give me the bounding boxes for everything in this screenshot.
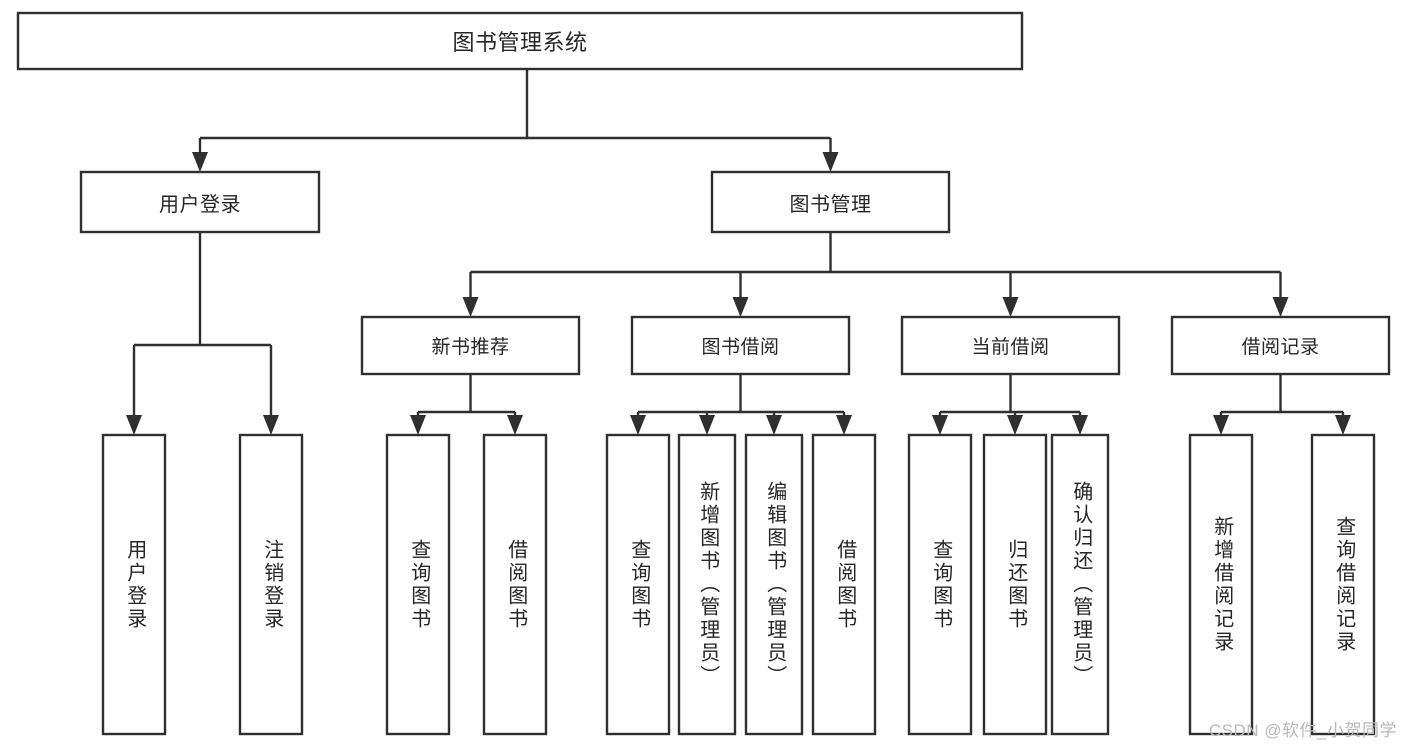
box-layer [16,11,1391,736]
node-book-manage[interactable] [710,170,951,234]
arrow-down-icon [126,415,142,435]
node-new-book-rec[interactable] [360,315,581,376]
arrow-down-icon [1002,297,1019,317]
arrow-down-icon [932,415,948,435]
node-user-login[interactable] [79,170,321,234]
arrow-down-icon [410,415,426,435]
node-leaf-query-book-1[interactable] [385,433,451,736]
node-leaf-return-book[interactable] [982,433,1048,736]
arrow-down-icon [462,297,479,317]
node-leaf-confirm-return[interactable] [1050,433,1110,736]
node-leaf-add-book[interactable] [677,433,737,736]
node-leaf-borrow-book-2[interactable] [811,433,877,736]
arrow-down-icon [1072,415,1088,435]
node-book-borrow[interactable] [630,315,851,376]
arrow-down-icon [507,415,523,435]
arrow-down-icon [1007,415,1023,435]
watermark-text: CSDN @软件_小贺同学 [1208,721,1397,740]
node-leaf-user-logout[interactable] [238,433,304,736]
node-leaf-edit-book[interactable] [744,433,804,736]
node-borrow-record[interactable] [1170,315,1391,376]
arrow-down-icon [766,415,782,435]
arrow-down-icon [1213,415,1229,435]
node-leaf-query-book-2[interactable] [605,433,671,736]
arrow-down-icon [836,415,852,435]
arrow-down-icon [732,297,749,317]
arrow-down-icon [263,415,279,435]
node-leaf-query-book-3[interactable] [907,433,973,736]
arrow-down-icon [1272,297,1289,317]
node-leaf-user-login[interactable] [101,433,167,736]
node-current-borrow[interactable] [900,315,1121,376]
arrow-down-icon [630,415,646,435]
arrow-down-icon [192,152,208,172]
node-leaf-query-record[interactable] [1310,433,1376,736]
node-leaf-borrow-book-1[interactable] [482,433,548,736]
connector-layer [126,69,1351,435]
arrow-down-icon [822,152,839,172]
node-leaf-add-record[interactable] [1188,433,1254,736]
node-root[interactable] [16,11,1024,71]
arrow-down-icon [1335,415,1351,435]
arrow-down-icon [699,415,715,435]
